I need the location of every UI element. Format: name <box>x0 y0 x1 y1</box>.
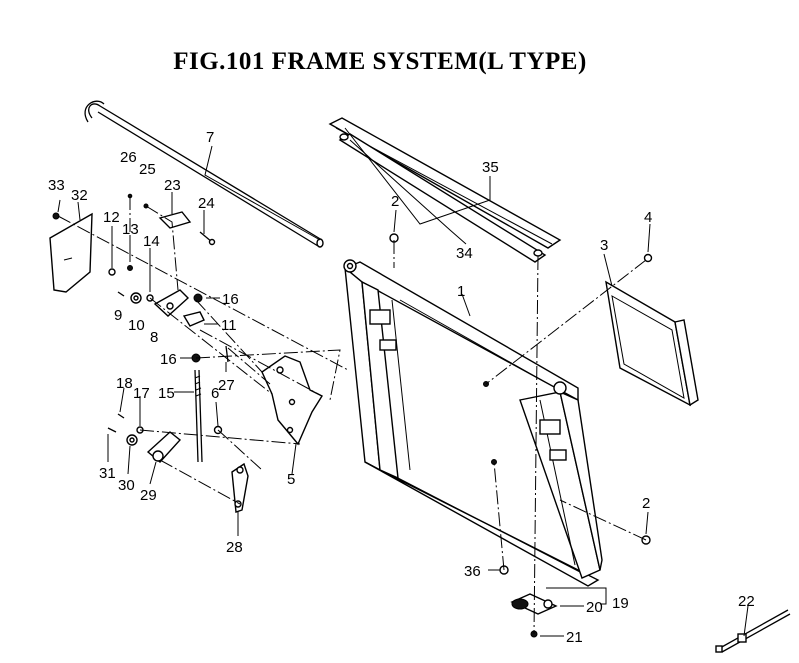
label-part-31: 31 <box>99 465 116 482</box>
label-part-27: 27 <box>218 377 235 394</box>
label-part-10: 10 <box>128 317 145 334</box>
part-1-frame <box>343 259 603 587</box>
part-5-plate <box>261 355 324 446</box>
label-part-1: 1 <box>457 283 465 300</box>
label-part-35: 35 <box>482 159 499 176</box>
label-part-32: 32 <box>71 187 88 204</box>
label-part-30: 30 <box>118 477 135 494</box>
part-29-lever <box>146 431 182 463</box>
part-7-rod <box>84 100 324 248</box>
label-part-13: 13 <box>122 221 139 238</box>
label-part-36: 36 <box>464 563 481 580</box>
label-part-18: 18 <box>116 375 133 392</box>
label-part-4: 4 <box>644 209 652 226</box>
leader-lines <box>57 127 749 637</box>
label-part-34: 34 <box>456 245 473 262</box>
label-part-3: 3 <box>600 237 608 254</box>
label-part-29: 29 <box>140 487 157 504</box>
label-part-11: 11 <box>221 317 237 334</box>
part-28-lever <box>231 462 249 513</box>
label-part-6: 6 <box>211 385 219 402</box>
label-part-5: 5 <box>287 471 295 488</box>
label-part-16-top: 16 <box>222 291 239 308</box>
label-part-17: 17 <box>133 385 150 402</box>
label-part-21: 21 <box>566 629 583 646</box>
label-part-15: 15 <box>158 385 175 402</box>
label-part-20: 20 <box>586 599 603 616</box>
figure-title: FIG.101 FRAME SYSTEM(L TYPE) <box>173 48 587 75</box>
label-part-2-bottom: 2 <box>642 495 650 512</box>
part-22-cable-tie <box>715 609 791 653</box>
label-part-22: 22 <box>738 593 755 610</box>
label-part-9: 9 <box>114 307 122 324</box>
label-part-2-top: 2 <box>391 193 399 210</box>
part-32-cover <box>49 212 93 293</box>
part-8-lever <box>153 289 205 327</box>
label-part-7: 7 <box>206 129 214 146</box>
part-23-clip <box>158 211 192 229</box>
part-24-pin <box>199 231 216 246</box>
label-part-25: 25 <box>139 161 156 178</box>
label-part-16-mid: 16 <box>160 351 177 368</box>
label-part-28: 28 <box>226 539 243 556</box>
assembly-lines <box>57 196 647 635</box>
part-3-bracket <box>605 280 699 407</box>
label-part-12: 12 <box>103 209 120 226</box>
label-part-14: 14 <box>143 233 160 250</box>
label-part-23: 23 <box>164 177 181 194</box>
label-part-33: 33 <box>48 177 65 194</box>
label-part-24: 24 <box>198 195 215 212</box>
label-part-19: 19 <box>612 595 629 612</box>
label-part-26: 26 <box>120 149 137 166</box>
part-15-rod <box>194 369 203 463</box>
part-35-34-rail <box>328 117 562 263</box>
label-part-8: 8 <box>150 329 158 346</box>
